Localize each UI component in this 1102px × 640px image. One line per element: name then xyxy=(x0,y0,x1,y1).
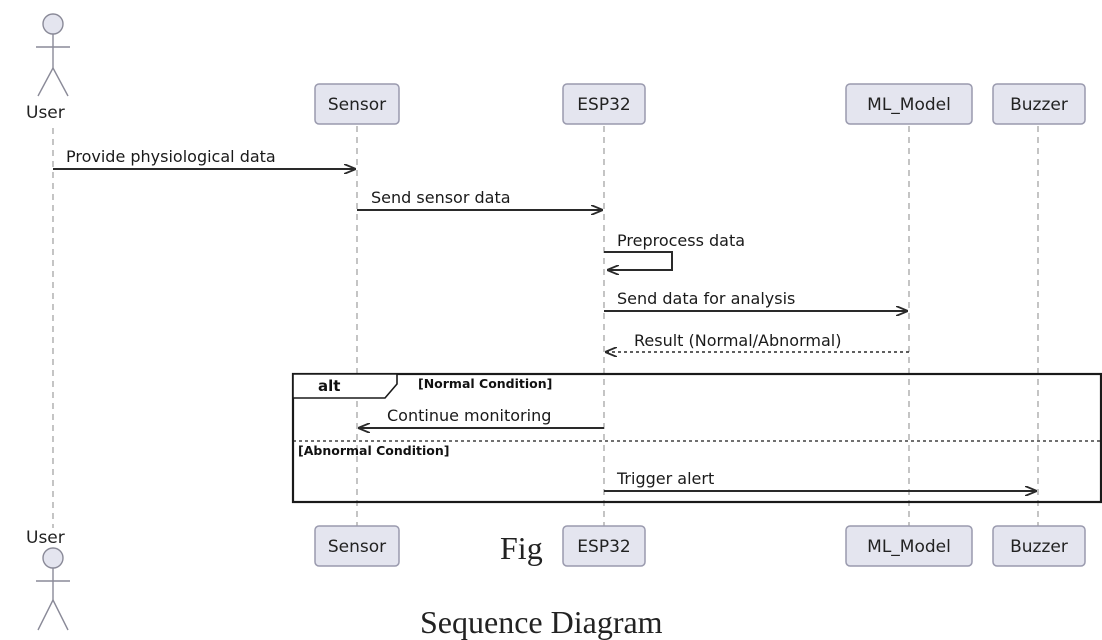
message-preprocess-self: Preprocess data xyxy=(604,231,745,270)
participant-label: Buzzer xyxy=(1010,95,1068,115)
message-label: Continue monitoring xyxy=(387,406,551,425)
participant-label: ML_Model xyxy=(867,537,951,557)
stick-figure-icon xyxy=(36,547,70,631)
figure-caption-title: Sequence Diagram xyxy=(420,604,663,640)
participant-buzzer-bottom: Buzzer xyxy=(992,525,1086,567)
message-label: Result (Normal/Abnormal) xyxy=(634,331,841,350)
message-send-sensor-data: Send sensor data xyxy=(357,188,602,210)
alt-tab xyxy=(292,373,398,399)
message-label: Send data for analysis xyxy=(617,289,795,308)
participant-label: ML_Model xyxy=(867,95,951,115)
message-provide-data: Provide physiological data xyxy=(53,147,355,169)
message-arrow xyxy=(604,251,673,270)
guard-normal: [Normal Condition] xyxy=(418,376,552,391)
stick-figure-icon xyxy=(36,13,70,97)
participant-label: Sensor xyxy=(328,537,386,557)
alt-keyword: alt xyxy=(318,377,340,395)
message-send-for-analysis: Send data for analysis xyxy=(604,289,907,311)
participant-label: ESP32 xyxy=(577,95,630,115)
message-label: Send sensor data xyxy=(371,188,511,207)
participant-esp32-top: ESP32 xyxy=(562,83,646,125)
message-label: Preprocess data xyxy=(617,231,745,250)
actor-label-bottom: User xyxy=(26,528,65,548)
participant-label: Sensor xyxy=(328,95,386,115)
alt-fragment: alt [Normal Condition] Continue monitori… xyxy=(291,372,1102,504)
participant-buzzer-top: Buzzer xyxy=(992,83,1086,125)
actor-user-bottom: User xyxy=(26,528,70,631)
participant-ml-model-top: ML_Model xyxy=(845,83,973,125)
message-label: Trigger alert xyxy=(616,469,714,488)
guard-abnormal: [Abnormal Condition] xyxy=(298,443,449,458)
participant-sensor-top: Sensor xyxy=(314,83,400,125)
actor-label-top: User xyxy=(26,103,65,123)
participant-label: ESP32 xyxy=(577,537,630,557)
message-continue-monitoring: Continue monitoring xyxy=(359,406,604,428)
message-result-return: Result (Normal/Abnormal) xyxy=(606,331,909,352)
figure-caption-prefix: Fig xyxy=(500,530,543,566)
actor-user-top: User xyxy=(26,13,70,123)
message-label: Provide physiological data xyxy=(66,147,276,166)
message-trigger-alert: Trigger alert xyxy=(604,469,1036,491)
participant-label: Buzzer xyxy=(1010,537,1068,557)
participant-esp32-bottom: ESP32 xyxy=(562,525,646,567)
participant-sensor-bottom: Sensor xyxy=(314,525,400,567)
participant-ml-model-bottom: ML_Model xyxy=(845,525,973,567)
